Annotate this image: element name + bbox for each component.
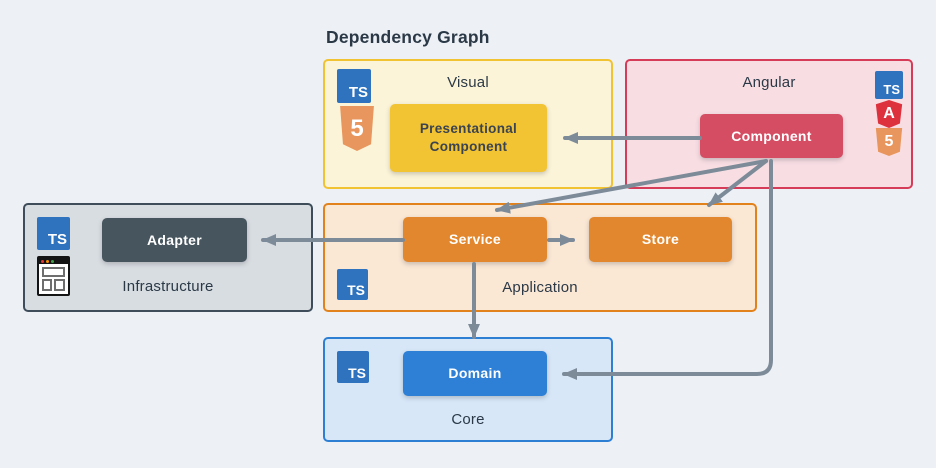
browser-dot-red — [41, 259, 44, 263]
group-visual-label: Visual — [447, 74, 489, 91]
typescript-icon-label: TS — [883, 82, 900, 97]
group-infrastructure: TS Adapter Infrastructure — [23, 203, 313, 312]
typescript-icon: TS — [37, 217, 70, 250]
browser-titlebar — [39, 258, 68, 264]
typescript-icon-label: TS — [47, 231, 67, 248]
group-core: TS Domain Core — [323, 337, 613, 442]
group-application-label: Application — [502, 279, 578, 296]
group-angular: Angular Component TS A 5 — [625, 59, 913, 189]
node-service: Service — [403, 217, 547, 262]
typescript-icon: TS — [337, 351, 369, 383]
group-application: Service Store TS Application — [323, 203, 757, 312]
html5-icon: 5 — [340, 106, 374, 151]
group-infrastructure-label: Infrastructure — [122, 278, 214, 295]
browser-toolbar-pane — [42, 267, 65, 277]
html5-icon-label: 5 — [884, 133, 894, 150]
node-store: Store — [589, 217, 732, 262]
browser-dot-orange — [46, 259, 49, 263]
typescript-icon-label: TS — [347, 282, 365, 298]
page-title: Dependency Graph — [326, 27, 490, 47]
node-adapter: Adapter — [102, 218, 247, 262]
html5-icon: 5 — [875, 128, 903, 156]
group-angular-label: Angular — [742, 74, 796, 91]
browser-side-pane — [42, 279, 52, 291]
typescript-icon-label: TS — [348, 365, 366, 381]
group-visual: Visual TS 5 Presentational Component — [323, 59, 613, 189]
typescript-icon: TS — [875, 71, 903, 99]
node-presentational-component: Presentational Component — [390, 104, 547, 172]
browser-dot-green — [51, 259, 54, 263]
browser-content-panes — [42, 279, 65, 291]
angular-icon-label: A — [883, 105, 895, 122]
typescript-icon-label: TS — [348, 84, 368, 101]
browser-window-icon — [37, 256, 70, 296]
typescript-icon: TS — [337, 269, 368, 300]
html5-icon-label: 5 — [350, 114, 364, 142]
angular-icon: A — [875, 100, 903, 128]
browser-main-pane — [54, 279, 65, 291]
group-core-label: Core — [451, 411, 485, 428]
node-component: Component — [700, 114, 843, 158]
typescript-icon: TS — [337, 69, 371, 103]
node-domain: Domain — [403, 351, 547, 396]
